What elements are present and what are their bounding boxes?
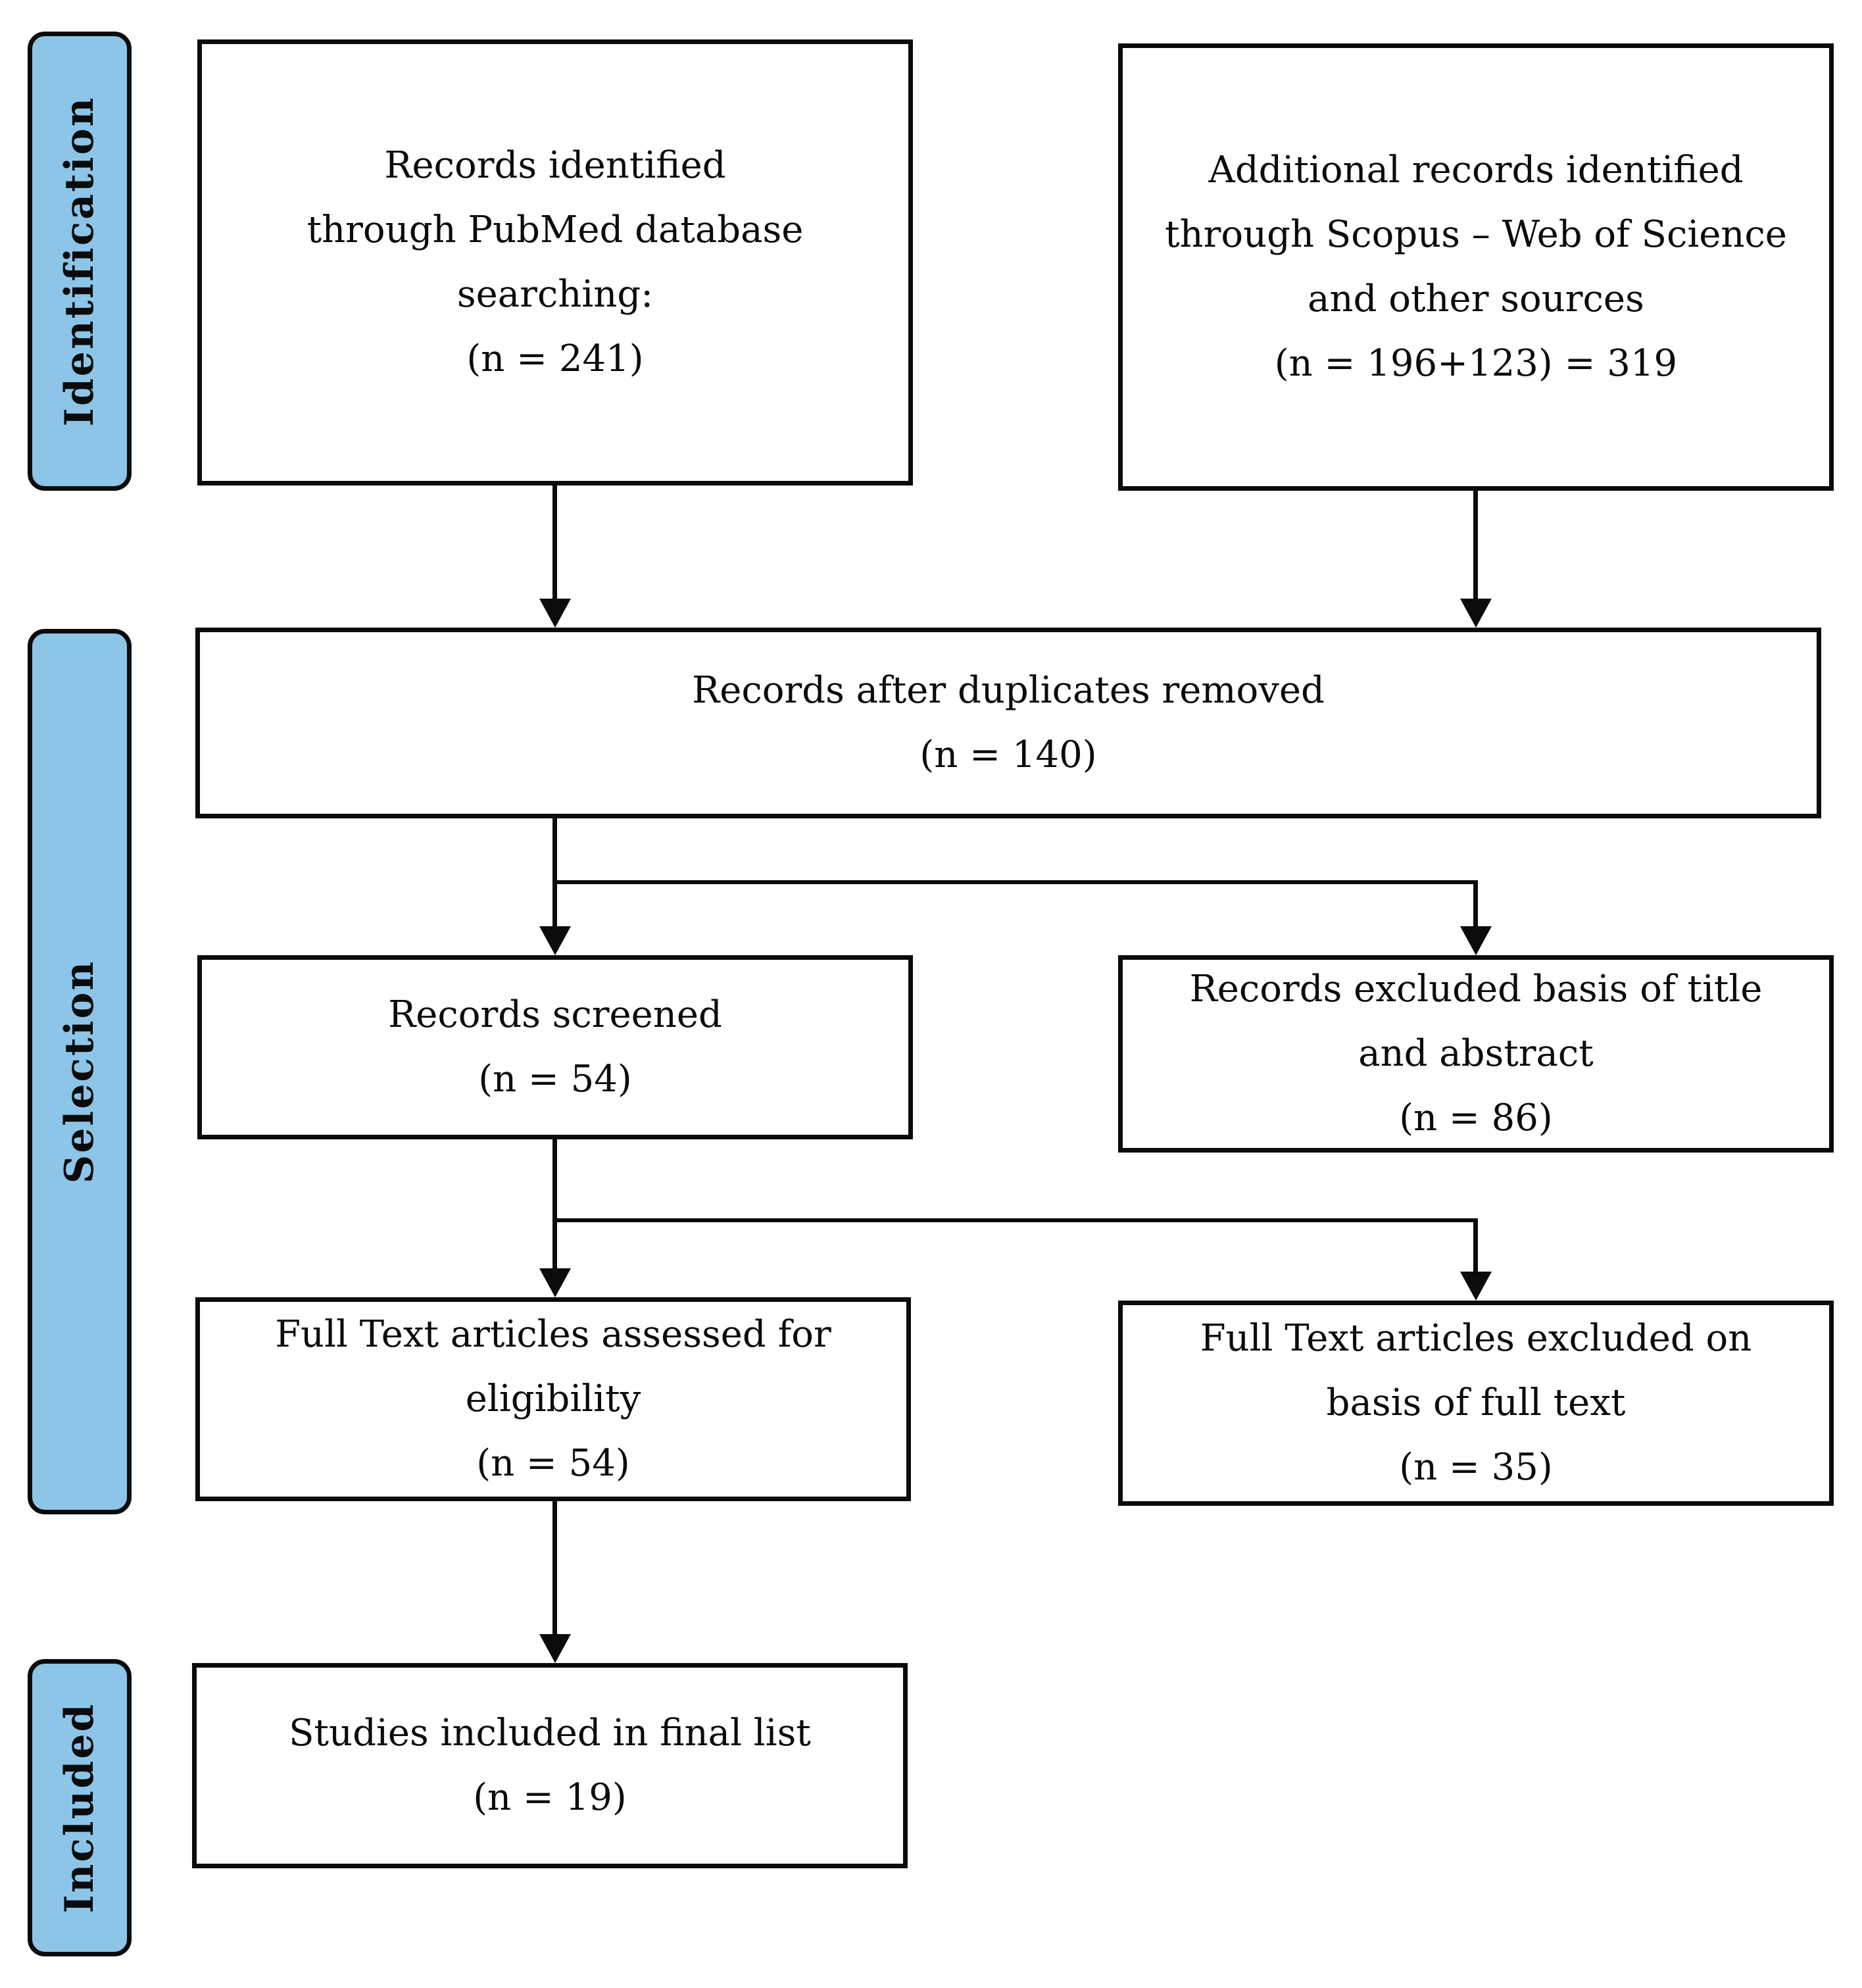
arrowhead-scopus-to-duplicates [1460,599,1492,628]
connector-branch-to-ft-excluded [552,1218,1476,1222]
connector-line-pubmed-to-duplicates [552,485,557,601]
arrowhead-branch-to-ft-excluded [1460,1272,1492,1301]
box-studies-included-final: Studies included in final list (n = 19) [192,1663,908,1868]
box-count: (n = 140) [919,733,1097,776]
box-count: (n = 54) [476,1442,630,1485]
box-text-line: eligibility [465,1378,641,1420]
box-text-line: through PubMed database [306,209,804,251]
stage-label-text: Selection [57,959,103,1184]
connector-line-duplicates-to-screened [552,818,557,929]
box-count: (n = 19) [473,1776,627,1819]
stage-label-text: Included [57,1702,103,1914]
box-records-after-duplicates-removed: Records after duplicates removed (n = 14… [195,628,1821,818]
box-count: (n = 196+123) = 319 [1274,342,1678,385]
arrowhead-screened-to-ft-assessed [539,1268,571,1297]
box-text-line: Studies included in final list [289,1712,811,1754]
box-text-line: Records identified [384,144,726,187]
arrowhead-branch-to-excluded-title [1460,926,1492,955]
stage-label-text: Identification [57,95,103,427]
box-fulltext-excluded: Full Text articles excluded on basis of … [1118,1301,1834,1506]
box-text-line: Full Text articles assessed for [275,1313,831,1356]
arrowhead-pubmed-to-duplicates [539,599,571,628]
box-count: (n = 241) [466,337,644,380]
box-text-line: and abstract [1358,1032,1594,1075]
box-text-line: searching: [456,273,654,316]
box-text-line: basis of full text [1326,1381,1626,1424]
connector-line-branch-to-excluded-title [1473,880,1478,929]
connector-line-scopus-to-duplicates [1473,491,1478,601]
connector-line-ft-assessed-to-included [552,1501,557,1637]
box-count: (n = 54) [478,1058,632,1101]
box-text-line: and other sources [1308,278,1644,320]
stage-label-selection: Selection [28,629,132,1514]
stage-label-identification: Identification [28,32,132,491]
box-count: (n = 86) [1399,1097,1553,1139]
box-text-line: Additional records identified [1208,149,1744,191]
box-text-line: Full Text articles excluded on [1200,1317,1752,1360]
box-text-line: Records excluded basis of title [1189,968,1763,1010]
connector-line-branch-to-ft-excluded [1473,1218,1478,1274]
connector-branch-to-excluded-title [552,880,1476,884]
arrowhead-duplicates-to-screened [539,926,571,955]
box-records-identified-pubmed: Records identified through PubMed databa… [197,39,913,485]
box-records-excluded-title-abstract: Records excluded basis of title and abst… [1118,955,1834,1153]
box-fulltext-assessed-eligibility: Full Text articles assessed for eligibil… [195,1297,911,1501]
stage-label-included: Included [28,1659,132,1956]
box-text-line: through Scopus – Web of Science [1165,213,1787,256]
box-additional-records-scopus: Additional records identified through Sc… [1118,43,1834,491]
box-count: (n = 35) [1399,1446,1553,1489]
box-text-line: Records after duplicates removed [692,669,1325,712]
box-text-line: Records screened [388,993,722,1036]
box-records-screened: Records screened (n = 54) [197,955,913,1139]
arrowhead-ft-assessed-to-included [539,1634,571,1663]
connector-line-screened-to-ft-assessed [552,1139,557,1271]
